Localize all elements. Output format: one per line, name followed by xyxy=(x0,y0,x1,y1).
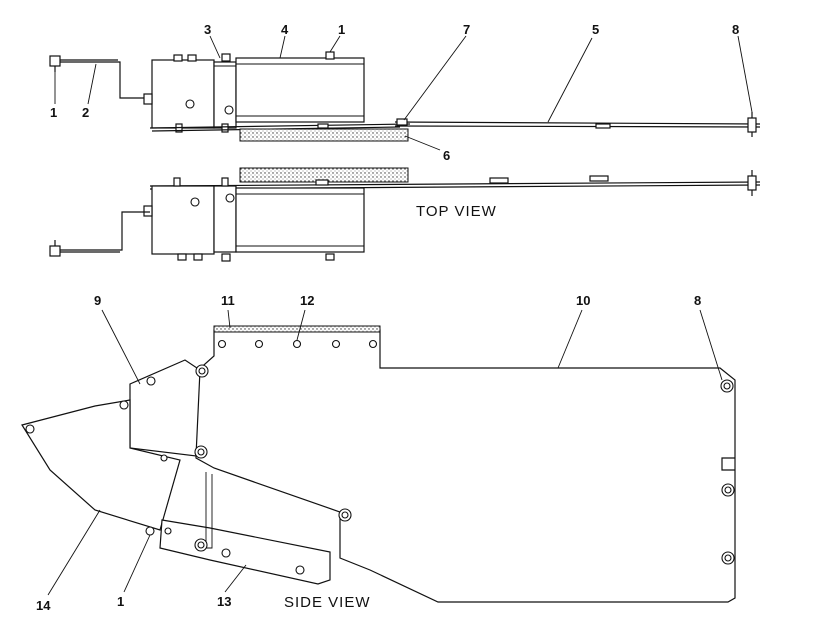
callout-labels: 1 2 3 4 1 5 7 6 8 9 11 12 10 8 14 1 13 xyxy=(36,22,739,613)
side-view-label: SIDE VIEW xyxy=(284,594,371,611)
callout-12: 12 xyxy=(300,293,314,308)
top-view-lower-assembly xyxy=(49,167,761,262)
side-view-assembly xyxy=(21,325,736,603)
callout-8-side: 8 xyxy=(694,293,701,308)
callout-1-top-left: 1 xyxy=(50,105,57,120)
callout-7: 7 xyxy=(463,22,470,37)
callout-3: 3 xyxy=(204,22,211,37)
callout-6: 6 xyxy=(443,148,450,163)
callout-2: 2 xyxy=(82,105,89,120)
callout-4: 4 xyxy=(281,22,289,37)
callout-11: 11 xyxy=(221,293,235,308)
leader-lines xyxy=(47,35,753,596)
callout-10: 10 xyxy=(576,293,590,308)
callout-9: 9 xyxy=(94,293,101,308)
callout-5: 5 xyxy=(592,22,599,37)
callout-1-side: 1 xyxy=(117,594,124,609)
callout-1-top-right: 1 xyxy=(338,22,345,37)
callout-8-top: 8 xyxy=(732,22,739,37)
top-view-upper-assembly xyxy=(49,51,761,142)
callout-14: 14 xyxy=(36,598,51,613)
top-view-label: TOP VIEW xyxy=(416,203,497,220)
callout-13: 13 xyxy=(217,594,231,609)
